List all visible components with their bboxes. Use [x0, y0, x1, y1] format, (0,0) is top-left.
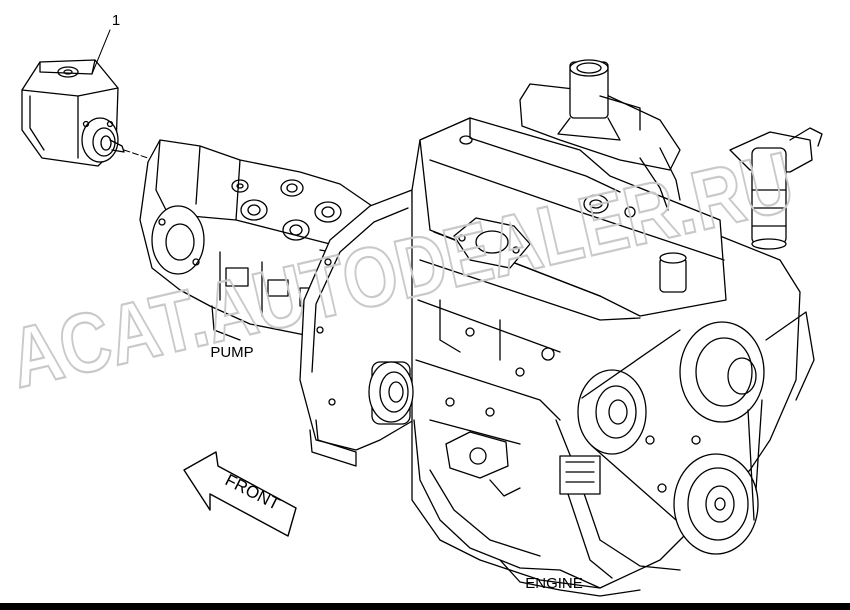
engine-label: ENGINE	[525, 575, 583, 592]
callout-1-leader	[91, 29, 111, 75]
pump-label: PUMP	[210, 344, 253, 361]
frame-bottom-border	[0, 603, 850, 610]
callout-1-label: 1	[112, 12, 120, 29]
engine	[299, 59, 823, 597]
part-1-pump	[21, 59, 125, 167]
front-arrow	[183, 451, 297, 537]
